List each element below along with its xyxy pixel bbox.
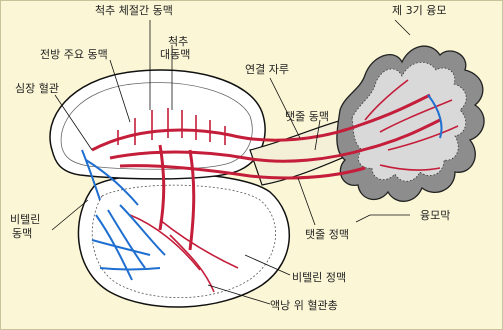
- label-heart-vessel: 심장 혈관: [15, 81, 59, 95]
- label-placenta: 융모막: [420, 209, 450, 222]
- label-chorion-3rd: 제 3기 융모: [392, 4, 446, 17]
- label-spinal-dorsal-aorta-2: 대동맥: [160, 48, 190, 61]
- label-yolk-sac-vessels: 액낭 위 혈관총: [270, 298, 338, 312]
- label-anterior-main-artery: 전방 주요 동맥: [40, 48, 108, 61]
- label-vitelline-vein: 비텔린 정맥: [292, 271, 346, 284]
- yolk-sac: [78, 174, 289, 307]
- label-umbilical-artery: 탯줄 동맥: [285, 110, 329, 123]
- embryo-body: [50, 70, 265, 179]
- label-spinal-dorsal-aorta-1: 척추: [168, 35, 188, 48]
- label-vitelline-artery-2: 동맥: [12, 227, 32, 240]
- label-umbilical-vein: 탯줄 정맥: [305, 228, 349, 241]
- label-umbilical-cord: 연결 자루: [245, 63, 289, 76]
- label-vitelline-artery-1: 비텔린: [10, 213, 40, 226]
- label-spinal-intersegmental-artery: 척추 체절간 동맥: [95, 4, 173, 17]
